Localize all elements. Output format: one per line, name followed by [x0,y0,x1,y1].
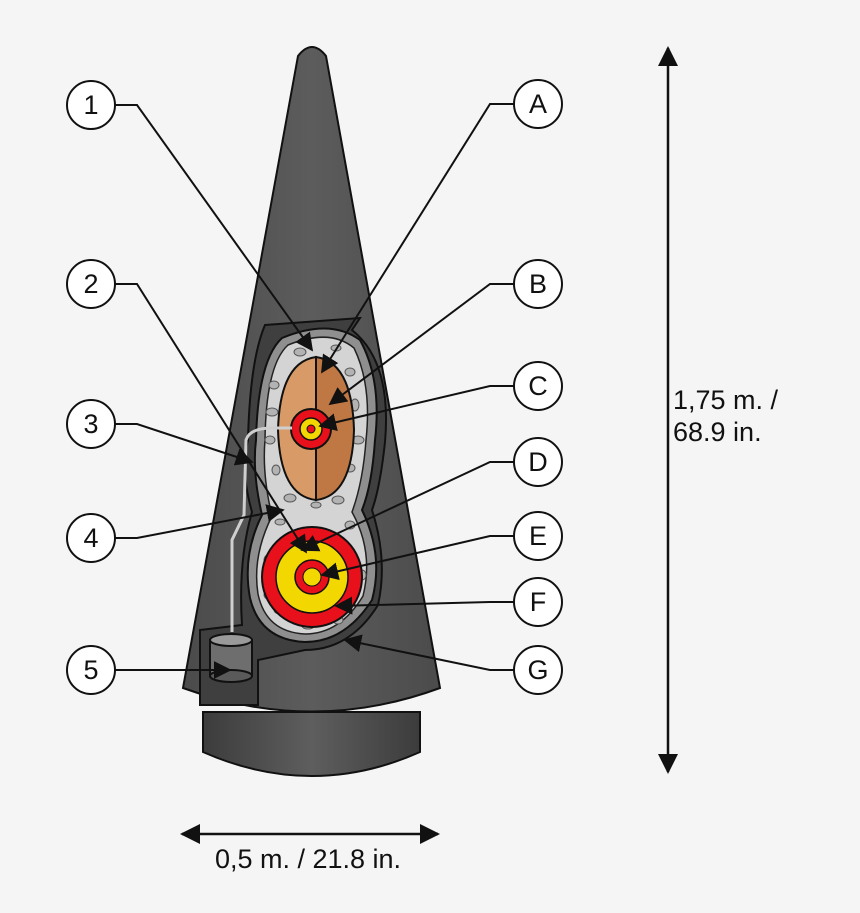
warhead-base [202,711,421,777]
height-label-line2: 68.9 in. [673,417,762,447]
detonator-cylinder [209,633,253,683]
svg-text:G: G [527,655,548,685]
callout-c: C [513,361,563,411]
callout-f: F [513,577,563,627]
primary-stage [261,526,363,628]
leader-lines-right [300,103,514,671]
svg-text:5: 5 [83,655,98,685]
leader-lines-left [115,104,314,679]
width-label: 0,5 m. / 21.8 in. [215,844,401,874]
callout-2: 2 [66,259,116,309]
svg-text:D: D [528,447,548,477]
svg-text:B: B [529,269,547,299]
svg-text:3: 3 [83,409,98,439]
callout-e: E [513,511,563,561]
callout-d: D [513,437,563,487]
height-label-line1: 1,75 m. / [673,385,779,415]
callout-5: 5 [66,645,116,695]
callout-a: A [513,79,563,129]
callout-1: 1 [66,80,116,130]
secondary-core [290,408,332,450]
svg-text:1: 1 [83,90,98,120]
callout-g: G [513,645,563,695]
svg-text:F: F [530,587,547,617]
callout-4: 4 [66,513,116,563]
detonator-wire [230,426,292,632]
svg-text:C: C [528,371,548,401]
svg-text:A: A [529,89,547,119]
svg-text:E: E [529,521,547,551]
svg-text:2: 2 [83,269,98,299]
svg-text:4: 4 [83,523,98,553]
callout-3: 3 [66,399,116,449]
callout-b: B [513,259,563,309]
